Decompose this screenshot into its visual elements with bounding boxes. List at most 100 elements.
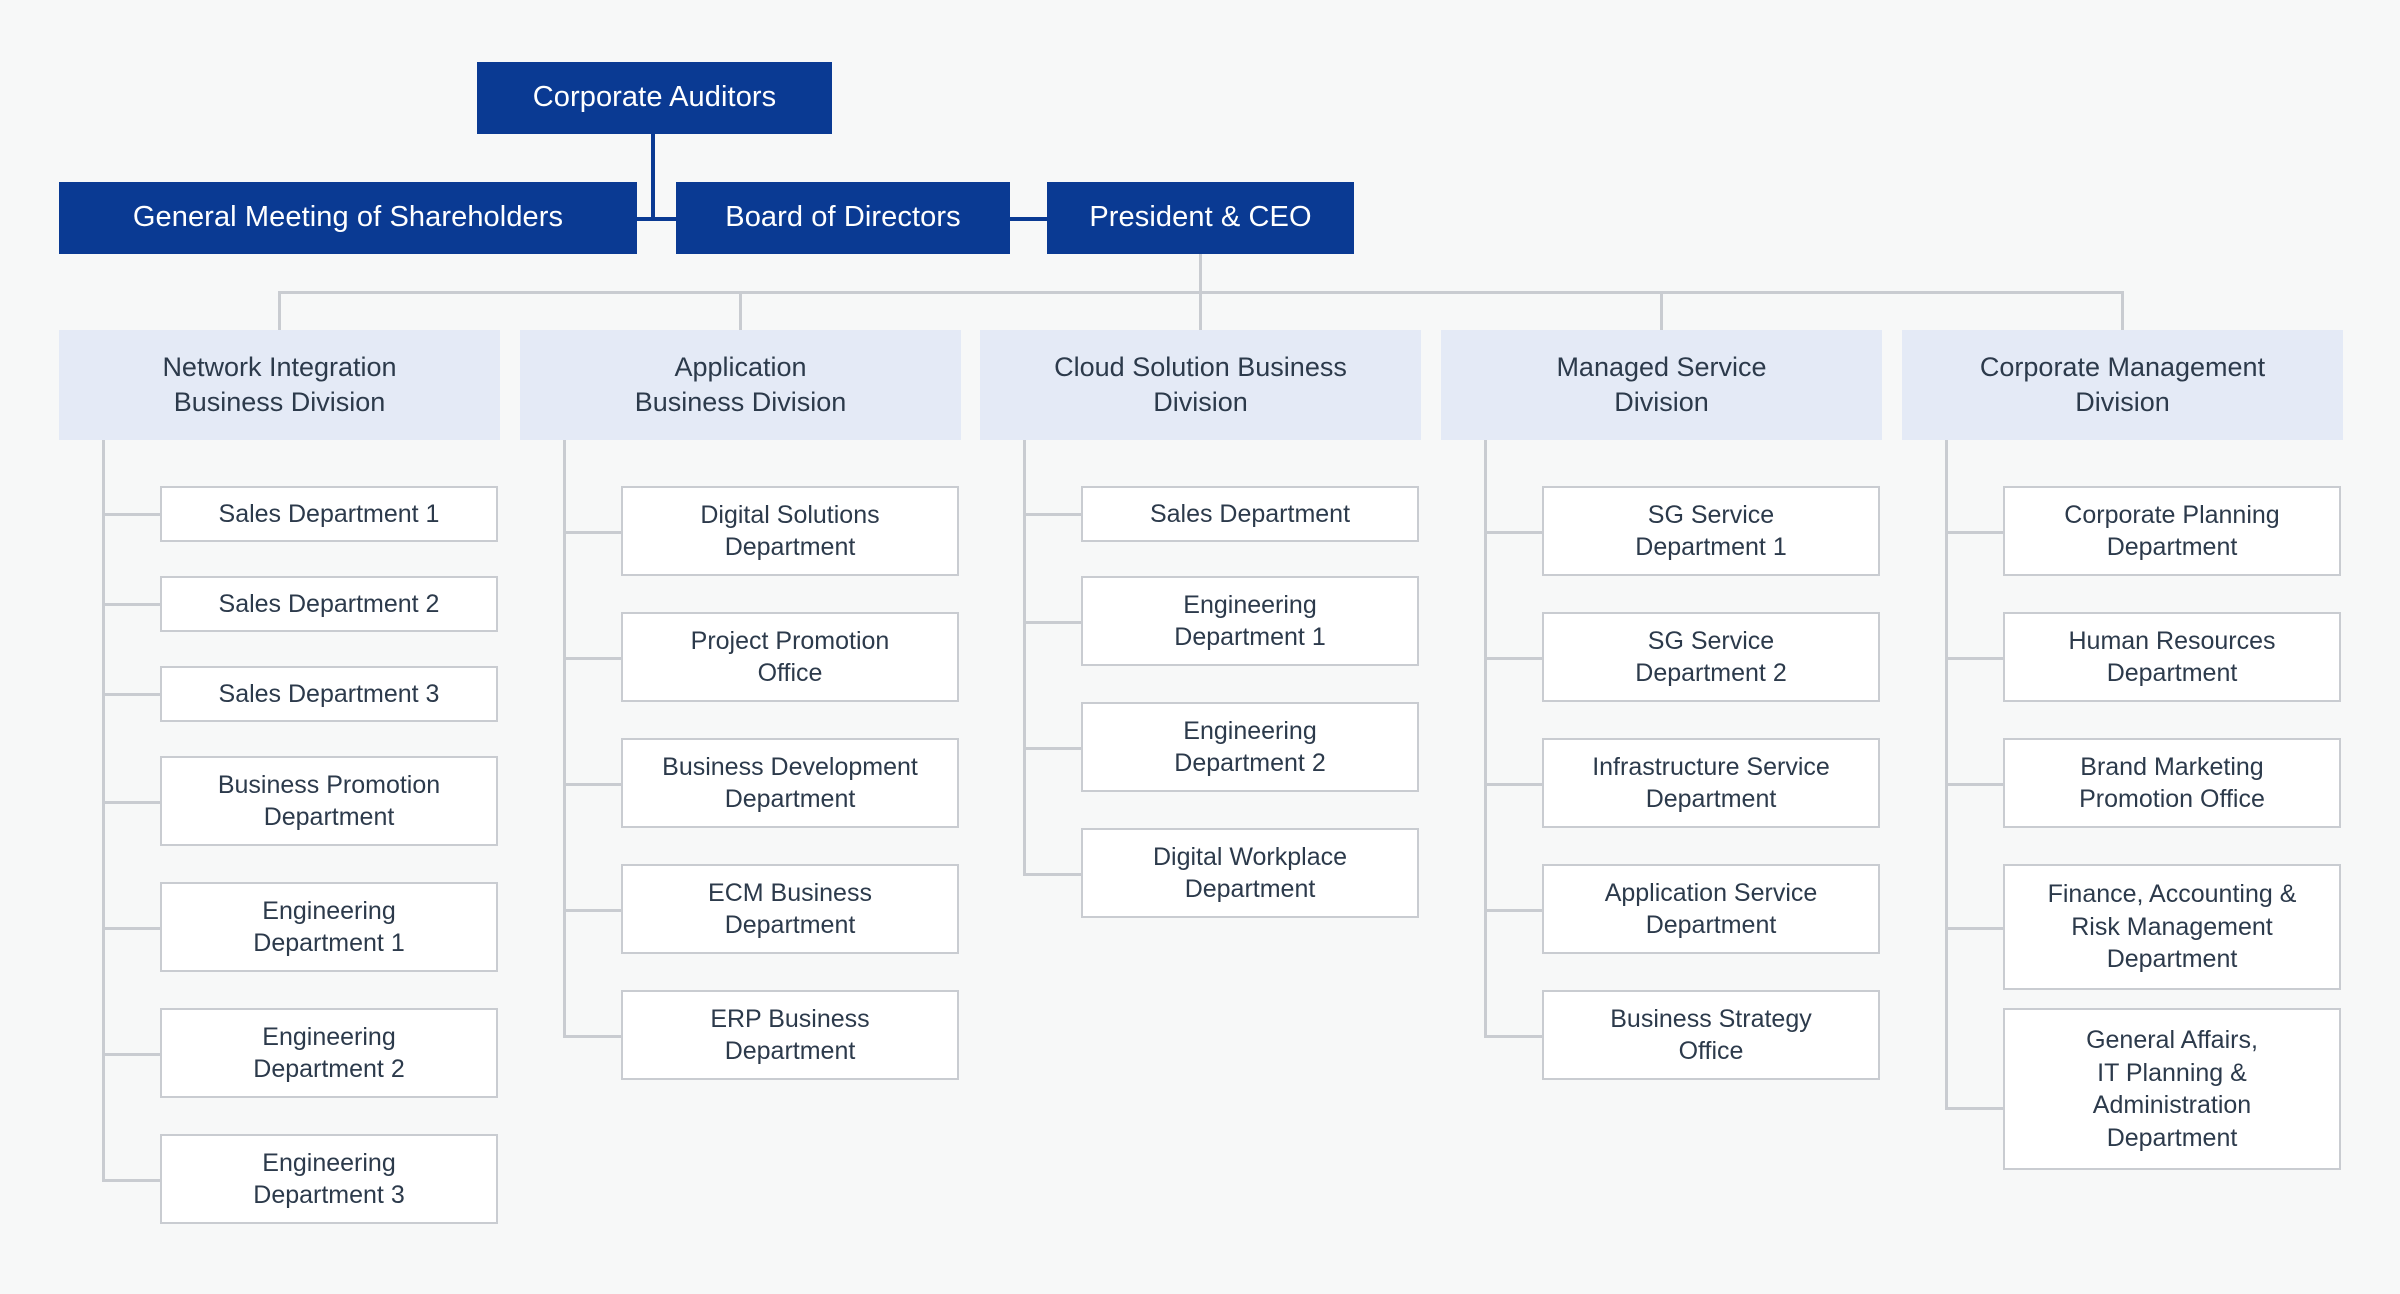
- division-header-application[interactable]: Application Business Division: [520, 330, 961, 440]
- department-label-line-2: Department: [2106, 533, 2238, 561]
- department-label-line-2: Department 2: [1174, 749, 1326, 777]
- department-label-line-2: Department: [724, 911, 856, 939]
- department-box[interactable]: SG Service Department 2: [1542, 612, 1880, 702]
- department-box[interactable]: General Affairs, IT Planning & Administr…: [2003, 1008, 2341, 1170]
- connector-stub-1-4: [102, 801, 162, 804]
- department-box[interactable]: Finance, Accounting & Risk Management De…: [2003, 864, 2341, 990]
- division-header-managed-service[interactable]: Managed Service Division: [1441, 330, 1882, 440]
- department-label-line-2: Department: [1645, 785, 1777, 813]
- department-box[interactable]: Engineering Department 3: [160, 1134, 498, 1224]
- connector-stub-1-6: [102, 1053, 162, 1056]
- connector-stub-4-2: [1484, 657, 1544, 660]
- connector-stub-1-3: [102, 693, 162, 696]
- department-label-line-3: Administration: [2092, 1091, 2252, 1119]
- connector-stub-3-1: [1023, 513, 1083, 516]
- department-label-line-2: Department: [724, 1037, 856, 1065]
- department-box[interactable]: Infrastructure Service Department: [1542, 738, 1880, 828]
- department-box[interactable]: Business Promotion Department: [160, 756, 498, 846]
- department-box[interactable]: Digital Solutions Department: [621, 486, 959, 576]
- department-box[interactable]: Engineering Department 1: [160, 882, 498, 972]
- department-box[interactable]: Sales Department: [1081, 486, 1419, 542]
- department-box[interactable]: Digital Workplace Department: [1081, 828, 1419, 918]
- division-title-line-1: Corporate Management: [1979, 351, 2266, 382]
- node-board-of-directors[interactable]: Board of Directors: [676, 182, 1010, 254]
- connector-stub-3-3: [1023, 747, 1083, 750]
- department-box[interactable]: Business Strategy Office: [1542, 990, 1880, 1080]
- department-label-line-4: Department: [2106, 1123, 2238, 1152]
- connector-stub-5-3: [1945, 783, 2005, 786]
- department-label-line-2: Department 1: [1635, 533, 1787, 561]
- department-label-line-1: Digital Workplace: [1152, 842, 1348, 871]
- department-label-line-2: Department 1: [253, 929, 405, 957]
- department-label-line-1: Engineering: [262, 896, 396, 925]
- department-label-line-1: Sales Department 2: [218, 589, 440, 618]
- node-corporate-auditors[interactable]: Corporate Auditors: [477, 62, 832, 134]
- department-box[interactable]: Brand Marketing Promotion Office: [2003, 738, 2341, 828]
- connector-trunk-3: [1023, 440, 1026, 873]
- department-label-line-2: Risk Management: [2071, 912, 2273, 941]
- connector-trunk-4: [1484, 440, 1487, 1035]
- department-box[interactable]: Application Service Department: [1542, 864, 1880, 954]
- department-label-line-2: Department: [263, 803, 395, 831]
- department-label-line-2: Department: [724, 785, 856, 813]
- connector-stub-2-4: [563, 909, 623, 912]
- department-box[interactable]: ERP Business Department: [621, 990, 959, 1080]
- department-label-line-2: Department: [1645, 911, 1777, 939]
- node-president-ceo[interactable]: President & CEO: [1047, 182, 1354, 254]
- department-box[interactable]: Sales Department 2: [160, 576, 498, 632]
- department-box[interactable]: Business Development Department: [621, 738, 959, 828]
- department-label-line-1: Brand Marketing: [2080, 752, 2264, 781]
- division-title-line-2: Division: [1153, 387, 1248, 417]
- connector-division-drop-3: [1199, 291, 1202, 330]
- node-label: Corporate Auditors: [532, 81, 777, 114]
- department-label-line-2: Department 1: [1174, 623, 1326, 651]
- division-title-line-1: Network Integration: [162, 351, 397, 382]
- department-label-line-1: Digital Solutions: [700, 500, 880, 529]
- division-title-line-2: Division: [2075, 387, 2170, 417]
- connector-stub-2-2: [563, 657, 623, 660]
- connector-ceo-drop: [1199, 254, 1202, 294]
- department-label-line-1: Business Strategy: [1610, 1004, 1812, 1033]
- division-header-corporate-management[interactable]: Corporate Management Division: [1902, 330, 2343, 440]
- node-label: Board of Directors: [725, 201, 961, 234]
- department-box[interactable]: Sales Department 3: [160, 666, 498, 722]
- department-box[interactable]: Corporate Planning Department: [2003, 486, 2341, 576]
- connector-stub-5-5: [1945, 1107, 2005, 1110]
- department-label-line-1: Business Promotion: [217, 770, 441, 799]
- department-label-line-1: Engineering: [262, 1148, 396, 1177]
- department-box[interactable]: Project Promotion Office: [621, 612, 959, 702]
- department-box[interactable]: SG Service Department 1: [1542, 486, 1880, 576]
- department-box[interactable]: Engineering Department 2: [160, 1008, 498, 1098]
- department-label-line-2: Department: [724, 533, 856, 561]
- division-title-line-1: Managed Service: [1556, 351, 1767, 382]
- connector-stub-4-5: [1484, 1035, 1544, 1038]
- division-header-cloud-solution[interactable]: Cloud Solution Business Division: [980, 330, 1421, 440]
- department-label-line-1: Sales Department: [1149, 499, 1351, 528]
- department-label-line-1: Business Development: [662, 752, 918, 781]
- connector-stub-5-1: [1945, 531, 2005, 534]
- division-title-line-2: Business Division: [173, 387, 386, 417]
- department-label-line-2: Department 2: [1635, 659, 1787, 687]
- department-box[interactable]: Engineering Department 1: [1081, 576, 1419, 666]
- node-general-meeting-of-shareholders[interactable]: General Meeting of Shareholders: [59, 182, 637, 254]
- division-header-network-integration[interactable]: Network Integration Business Division: [59, 330, 500, 440]
- department-label-line-1: Engineering: [262, 1022, 396, 1051]
- node-label: President & CEO: [1089, 201, 1312, 234]
- department-box[interactable]: Sales Department 1: [160, 486, 498, 542]
- connector-trunk-1: [102, 440, 105, 1179]
- connector-shareholders-board: [636, 217, 678, 221]
- department-label-line-2: Office: [1678, 1037, 1744, 1065]
- department-box[interactable]: Human Resources Department: [2003, 612, 2341, 702]
- department-box[interactable]: Engineering Department 2: [1081, 702, 1419, 792]
- connector-stub-5-4: [1945, 927, 2005, 930]
- connector-stub-2-3: [563, 783, 623, 786]
- connector-division-drop-2: [739, 291, 742, 330]
- node-label: General Meeting of Shareholders: [132, 201, 564, 234]
- department-box[interactable]: ECM Business Department: [621, 864, 959, 954]
- connector-division-drop-4: [1660, 291, 1663, 330]
- department-label-line-2: Promotion Office: [2079, 785, 2265, 813]
- department-label-line-1: Human Resources: [2068, 626, 2276, 655]
- department-label-line-2: IT Planning &: [2097, 1058, 2247, 1087]
- division-title-line-2: Division: [1614, 387, 1709, 417]
